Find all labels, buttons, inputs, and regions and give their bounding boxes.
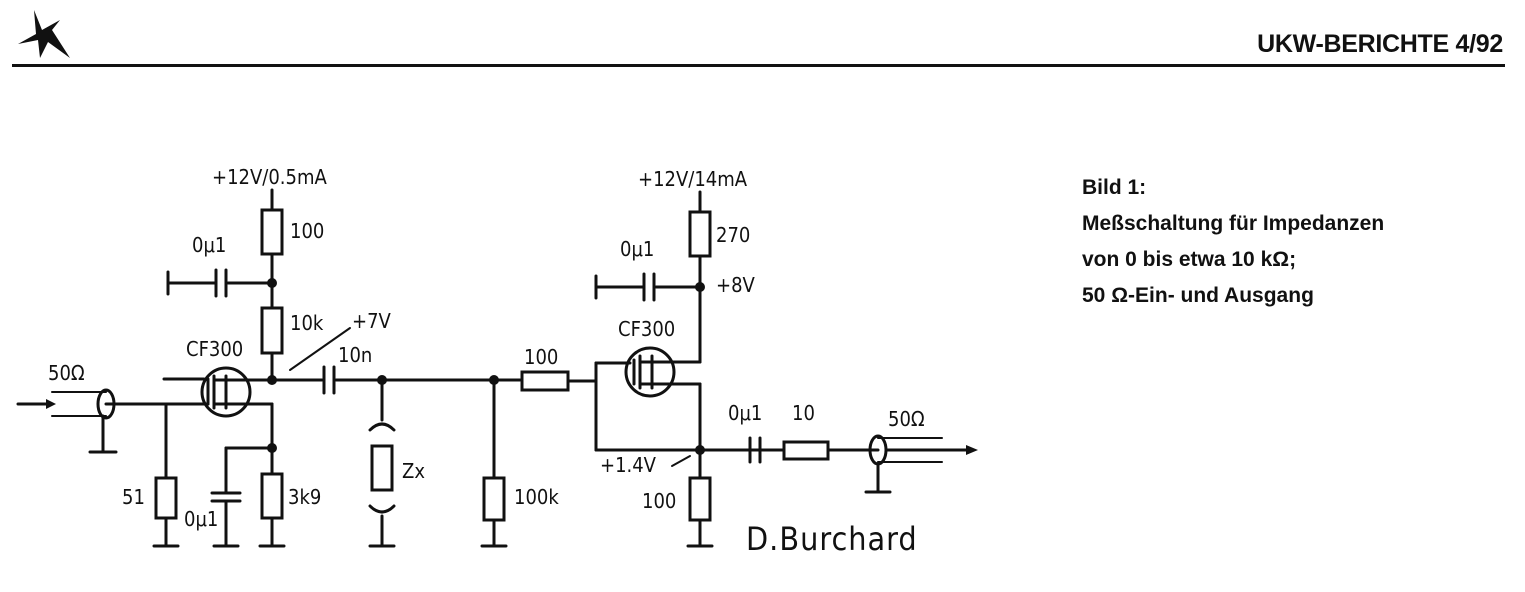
drain-network-right — [594, 190, 712, 364]
resistor-series-100 — [520, 370, 598, 392]
label-r-load-left: 10k — [290, 311, 324, 335]
header-rule — [12, 64, 1505, 67]
fet-left-cf300 — [162, 366, 274, 418]
source-network-right — [594, 382, 880, 548]
label-supply-left: +12V/0.5mA — [212, 165, 327, 189]
figure-caption: Bild 1: Meßschaltung für Impedanzen von … — [1082, 170, 1384, 314]
circuit-schematic: +12V/0.5mA 100 0μ1 10k +7V CF300 10n 50Ω… — [16, 165, 978, 558]
label-c-bypass-right: 0μ1 — [620, 237, 654, 261]
input-coax-connector — [16, 388, 170, 454]
antenna-dish-icon — [14, 6, 70, 66]
caption-line-2: von 0 bis etwa 10 kΩ; — [1082, 248, 1297, 271]
label-r-input: 51 — [122, 485, 145, 509]
dut-zx — [368, 378, 396, 548]
caption-line-3: 50 Ω-Ein- und Ausgang — [1082, 284, 1314, 307]
label-v-source-right: +1.4V — [600, 453, 657, 477]
label-output-impedance: 50Ω — [888, 407, 925, 431]
drain-network-left — [166, 188, 351, 385]
label-input-impedance: 50Ω — [48, 361, 85, 385]
fet-right-cf300 — [594, 346, 702, 452]
label-fet-right: CF300 — [618, 317, 675, 341]
label-fet-left: CF300 — [186, 337, 243, 361]
source-network-left — [210, 402, 286, 548]
page-header: UKW-BERICHTE 4/92 — [0, 0, 1525, 70]
label-r-bias: 100k — [514, 485, 559, 509]
publication-title: UKW-BERICHTE 4/92 — [1257, 30, 1503, 58]
resistor-input-51 — [152, 402, 180, 548]
label-c-coupling: 10n — [338, 343, 372, 367]
label-r-source-right: 100 — [642, 489, 676, 513]
caption-line-1: Meßschaltung für Impedanzen — [1082, 212, 1385, 235]
label-c-output: 0μ1 — [728, 401, 762, 425]
label-r-drain-right: 270 — [716, 223, 750, 247]
author-signature: D.Burchard — [746, 520, 918, 558]
label-r-output: 10 — [792, 401, 815, 425]
label-v-drain-right: +8V — [716, 273, 756, 297]
label-supply-right: +12V/14mA — [638, 167, 748, 191]
label-v-node-left: +7V — [352, 309, 392, 333]
label-dut: Zx — [402, 459, 425, 483]
label-r-series: 100 — [524, 345, 558, 369]
label-c-source: 0μ1 — [184, 507, 218, 531]
label-r-drain-left: 100 — [290, 219, 324, 243]
output-coax-connector — [864, 434, 978, 494]
caption-label: Bild 1: — [1082, 176, 1147, 199]
label-c-bypass-left: 0μ1 — [192, 233, 226, 257]
resistor-bias-100k — [480, 378, 508, 548]
label-r-source: 3k9 — [288, 485, 321, 509]
signal-line-middle — [270, 365, 522, 395]
